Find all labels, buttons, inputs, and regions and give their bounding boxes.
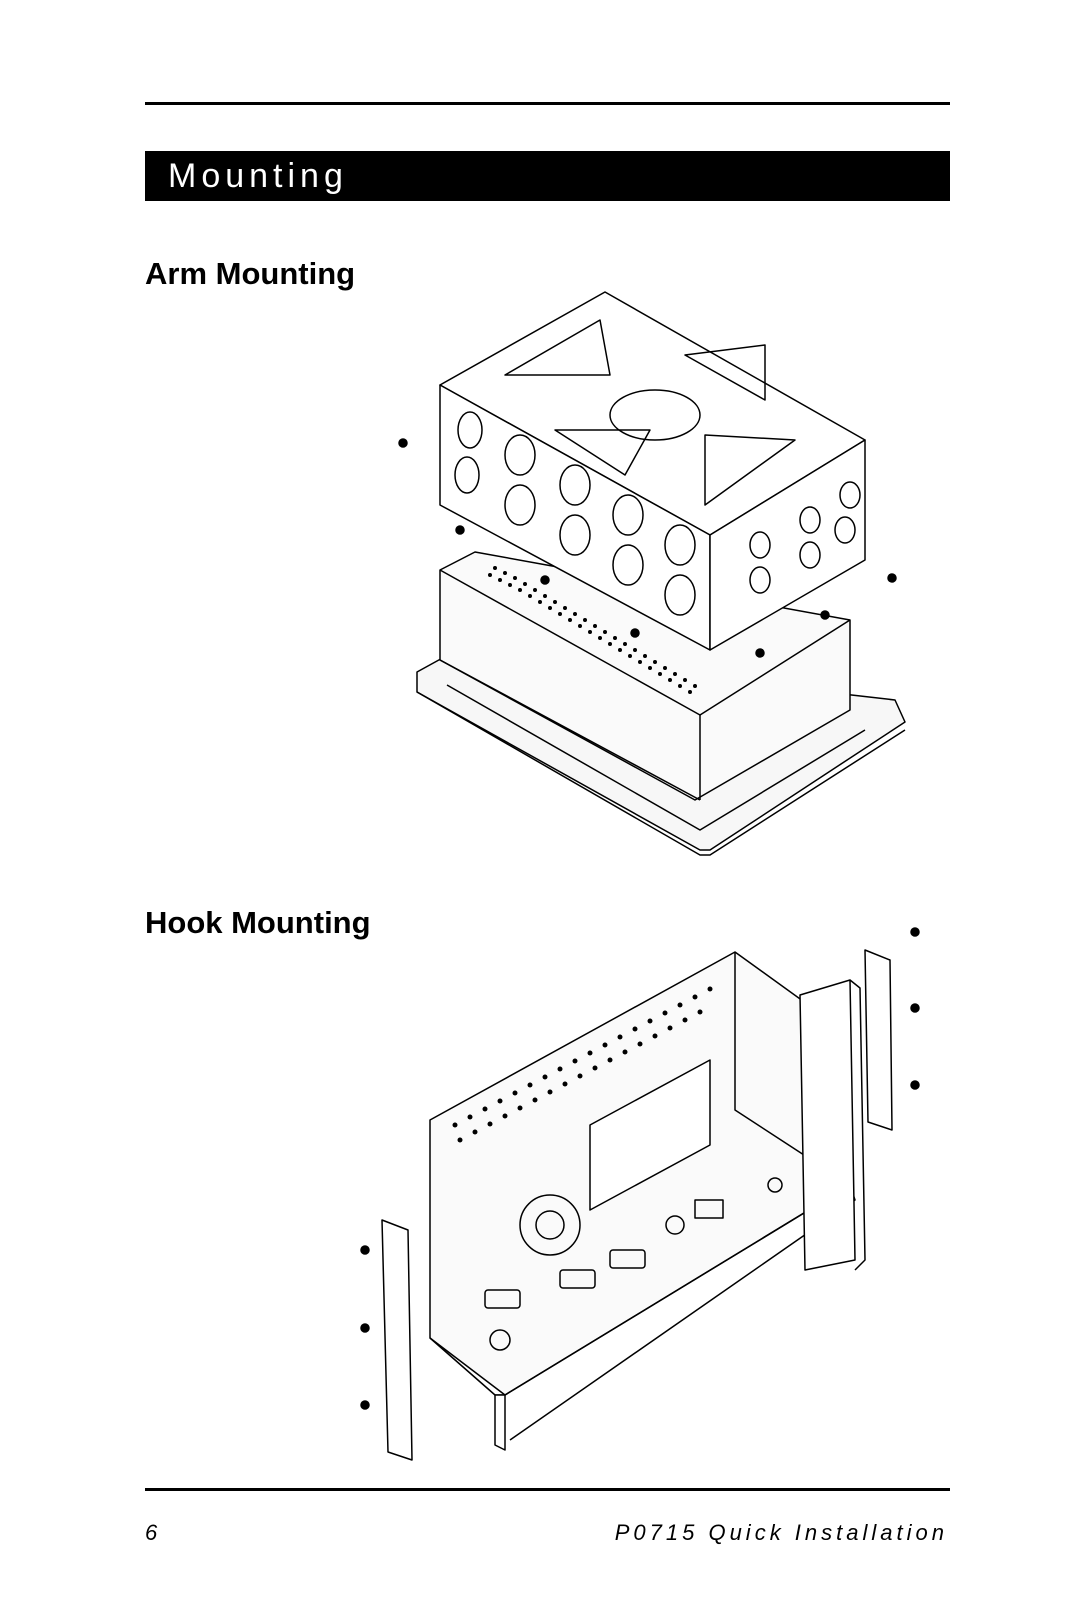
screws (398, 438, 897, 658)
bottom-rule (145, 1488, 950, 1491)
monitor-rear-housing (429, 951, 856, 1451)
arm-mounting-heading: Arm Mounting (145, 256, 356, 291)
left-hook-bracket (360, 1219, 413, 1461)
section-title: Mounting (168, 157, 348, 195)
section-header-bar: Mounting (145, 151, 950, 201)
arm-bracket (439, 291, 866, 651)
arm-mount-drawing (395, 290, 955, 870)
page-number: 6 (145, 1520, 160, 1545)
right-hook-bracket (864, 927, 920, 1131)
side-flange (799, 979, 866, 1271)
top-rule (145, 102, 950, 105)
hook-mounting-heading: Hook Mounting (145, 905, 371, 940)
document-title: P0715 Quick Installation (614, 1520, 948, 1545)
hook-mount-drawing (360, 927, 960, 1480)
